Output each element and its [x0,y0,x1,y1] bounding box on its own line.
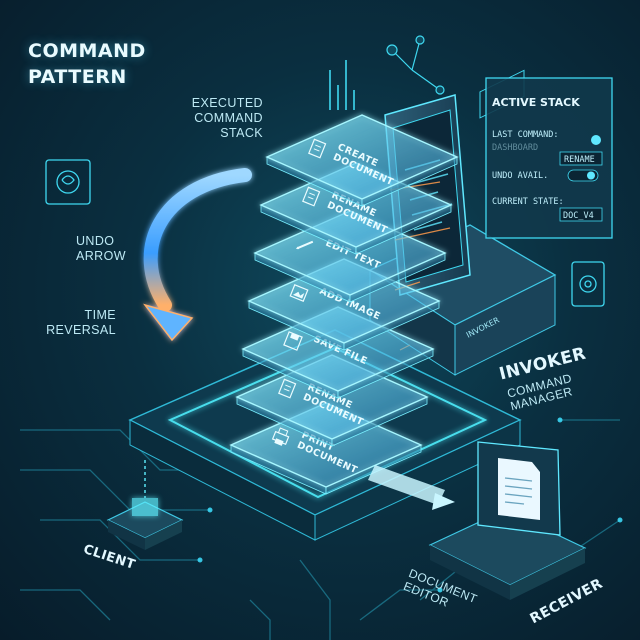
gear-badge-icon [571,261,605,307]
document-icon [498,458,540,520]
circuit-node [197,557,203,563]
document-icon [308,138,327,159]
network-node-icon [415,35,425,45]
network-node-icon [435,85,445,95]
circuit-trace [20,589,111,621]
title-line: COMMAND [28,40,146,62]
active-stack-panel: ACTIVE STACK LAST COMMAND: DASHBOARD REN… [485,77,613,239]
image-icon [289,284,309,302]
status-dot [591,135,601,145]
printer-icon [271,427,290,446]
document-icon [278,378,297,399]
undo-arrow-label: UNDO ARROW [76,234,126,263]
circuit-trace [40,519,200,561]
circuit-trace [359,589,440,621]
circuit-node [207,507,213,513]
network-nodes-decoration [386,35,445,95]
panel-row-value: RENAME [564,155,595,165]
executed-stack-label: EXECUTED COMMAND STACK [191,96,263,140]
circuit-trace [20,469,210,511]
time-reversal-label: TIME REVERSAL [46,308,116,337]
panel-ghost-text: DASHBOARD [492,143,538,153]
circuit-trace [249,599,271,640]
brain-badge-icon [45,159,91,205]
circuit-node [617,517,623,523]
panel-row-label: UNDO AVAIL. [492,171,548,181]
client-glow-cube [132,498,158,516]
client-node [106,460,184,550]
floppy-icon [283,331,303,351]
undo-arrow-icon [143,168,252,342]
receiver-laptop [428,441,587,600]
panel-row-label: LAST COMMAND: [492,130,559,140]
toggle-knob [587,171,595,180]
panel-row-label: CURRENT STATE: [492,197,564,207]
stack-card: CREATEDOCUMENT [265,114,459,207]
panel-title: ACTIVE STACK [492,96,580,109]
circuit-node [437,587,443,593]
document-icon [302,186,321,207]
panel-row-value: DOC_V4 [563,211,594,221]
panel-value-box [559,151,603,166]
flow-arrow [368,465,455,510]
panel-value-box [559,207,603,222]
title-line: PATTERN [28,66,127,88]
page-title: COMMAND PATTERN [28,38,146,90]
circuit-trace [299,559,331,640]
pencil-icon [295,240,314,250]
data-bars-decoration [329,60,355,110]
network-node-icon [386,44,398,56]
circuit-node [557,417,563,423]
